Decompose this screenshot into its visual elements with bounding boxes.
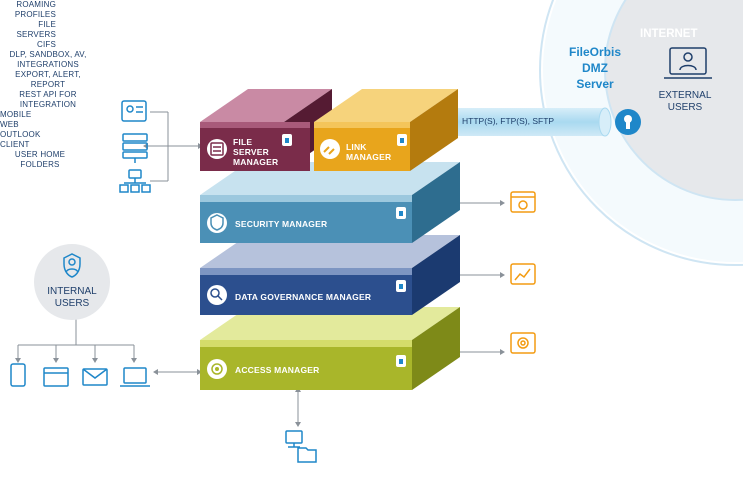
user-home-line2: FOLDERS xyxy=(20,160,60,169)
security-features-line2: INTEGRATIONS xyxy=(17,60,79,69)
security-layer xyxy=(200,162,460,243)
file-server-manager-label: FILE SERVER MANAGER xyxy=(233,137,278,167)
mobile-label: MOBILE xyxy=(0,110,32,119)
user-home-folders-icon xyxy=(285,430,317,463)
fsm-line3: MANAGER xyxy=(233,157,279,167)
lm-line1: LINK xyxy=(346,142,367,152)
access-features-line2: INTEGRATION xyxy=(19,100,77,109)
file-servers-line1: FILE xyxy=(38,20,56,29)
internal-users-label: INTERNAL USERS xyxy=(37,286,107,310)
access-manager-label: ACCESS MANAGER xyxy=(235,365,320,375)
lm-line2: MANAGER xyxy=(346,152,392,162)
internet-title: INTERNET xyxy=(640,28,698,40)
user-home-folders-label: USER HOME FOLDERS xyxy=(0,150,80,170)
dmz-line2: DMZ xyxy=(582,61,608,75)
outlook-label: OUTLOOK xyxy=(0,130,41,139)
dmz-line1: FileOrbis xyxy=(568,45,621,59)
data-governance-layer xyxy=(200,235,460,315)
link-manager-label: LINK MANAGER xyxy=(346,142,391,162)
user-home-line1: USER HOME xyxy=(14,150,66,159)
security-features-label: DLP, SANDBOX, AV, INTEGRATIONS xyxy=(0,50,96,70)
external-users-label: EXTERNAL USERS xyxy=(650,90,720,114)
file-servers-label: FILE SERVERS xyxy=(0,20,56,40)
internet-zone-circle xyxy=(604,0,743,201)
web-label: WEB xyxy=(0,120,19,129)
external-user-laptop-icon xyxy=(664,47,712,79)
governance-features-line1: EXPORT, ALERT, xyxy=(15,70,81,79)
fsm-line2: SERVER xyxy=(233,147,270,157)
client-icon xyxy=(123,367,147,384)
tunnel-protocols-label: HTTP(S), FTP(S), SFTP xyxy=(462,116,555,126)
tunnel-pipe xyxy=(445,108,605,136)
mobile-icon xyxy=(10,363,26,387)
file-servers-line2: SERVERS xyxy=(16,30,56,39)
access-manager-layer xyxy=(200,307,460,390)
data-governance-manager-label: DATA GOVERNANCE MANAGER xyxy=(235,292,372,302)
internal-users-line1: INTERNAL xyxy=(47,286,97,297)
roaming-line2: PROFILES xyxy=(14,10,56,19)
web-icon xyxy=(43,367,69,387)
security-manager-label: SECURITY MANAGER xyxy=(235,219,328,229)
client-label: CLIENT xyxy=(0,140,30,149)
link-manager-block xyxy=(314,89,458,171)
dmz-server-label: FileOrbis DMZ Server xyxy=(555,44,635,92)
internal-users-line2: USERS xyxy=(54,298,90,309)
access-features-label: REST API FOR INTEGRATION xyxy=(0,90,96,110)
internal-users-circle xyxy=(34,244,110,320)
roaming-line1: ROAMING xyxy=(16,0,56,9)
internal-user-icon xyxy=(63,253,81,278)
governance-features-line2: REPORT xyxy=(30,80,66,89)
governance-features-label: EXPORT, ALERT, REPORT xyxy=(0,70,96,90)
cifs-label: CIFS xyxy=(36,40,56,49)
outlook-icon xyxy=(82,368,108,386)
security-features-line1: DLP, SANDBOX, AV, xyxy=(9,50,87,59)
external-users-line2: USERS xyxy=(667,102,703,113)
external-users-line1: EXTERNAL xyxy=(658,90,712,101)
roaming-profiles-label: ROAMING PROFILES xyxy=(0,0,56,20)
access-features-line1: REST API FOR xyxy=(19,90,77,99)
fsm-line1: FILE xyxy=(233,137,253,147)
dmz-line3: Server xyxy=(576,77,614,91)
